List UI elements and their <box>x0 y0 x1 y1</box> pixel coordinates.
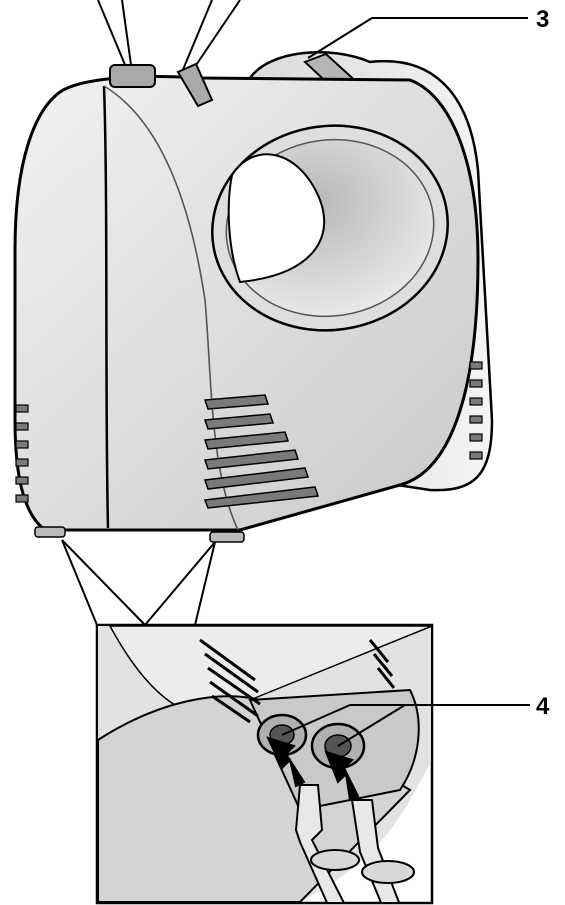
front-vents <box>203 394 320 509</box>
callout-4-label: 4 <box>536 693 550 720</box>
beaters <box>294 784 415 902</box>
callout-4: 4 <box>281 693 550 747</box>
detail-inset <box>95 623 434 905</box>
left-vents <box>15 404 29 503</box>
right-vents <box>469 361 483 460</box>
inset-vents <box>199 638 396 724</box>
callout-3-label: 3 <box>536 6 549 33</box>
zoom-lines <box>61 539 216 626</box>
speed-switch <box>109 62 214 108</box>
base-foot-right <box>209 531 245 543</box>
grip-opening <box>211 124 449 332</box>
mixer-body <box>13 62 483 543</box>
callout-3-leader <box>307 17 373 59</box>
base-foot-left <box>34 526 66 538</box>
insert-arrows <box>266 736 360 802</box>
callout-leaders-top <box>97 0 241 75</box>
